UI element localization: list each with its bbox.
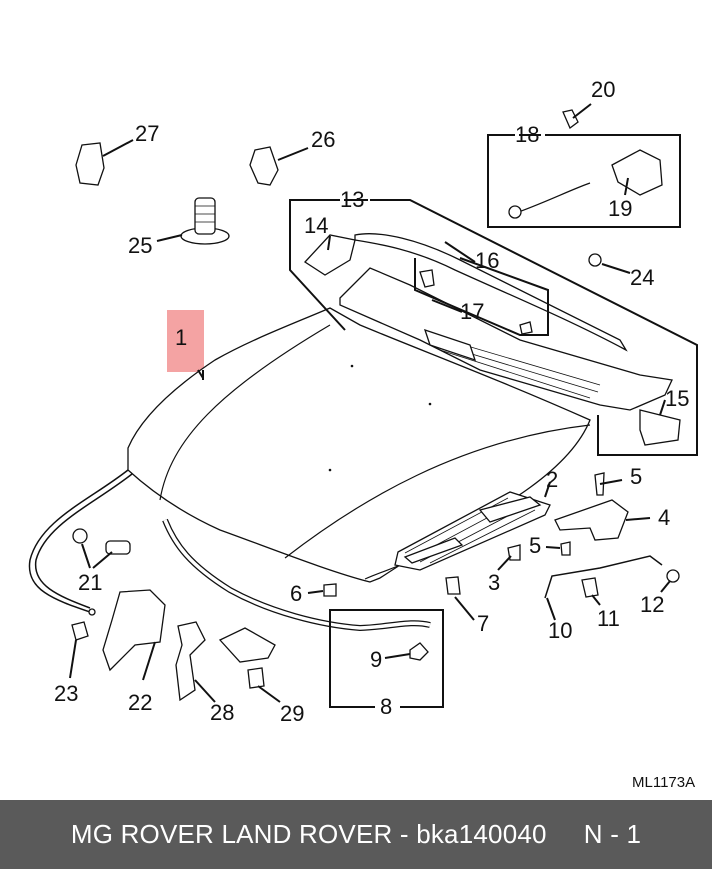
callout-10: 10 <box>548 618 572 643</box>
box-8 <box>329 609 444 708</box>
callout-9: 9 <box>370 647 382 672</box>
bonnet-liner-part <box>394 491 551 571</box>
callout-12: 12 <box>640 592 664 617</box>
box-18 <box>487 134 681 228</box>
seal-16-part <box>354 233 628 352</box>
part-6 <box>323 583 337 597</box>
callout-16: 16 <box>475 248 499 273</box>
part-23 <box>71 621 89 641</box>
part-20 <box>562 109 579 130</box>
part-24 <box>588 253 602 267</box>
callout-8: 8 <box>380 694 392 719</box>
release-cable-part <box>28 469 129 613</box>
callout-5b: 5 <box>529 533 541 558</box>
part-7 <box>445 576 461 595</box>
callout-2: 2 <box>546 467 558 492</box>
callout-19: 19 <box>608 196 632 221</box>
box-17 <box>414 257 549 336</box>
diagram-reference-code: ML1173A <box>632 774 695 791</box>
callout-24: 24 <box>630 265 654 290</box>
callout-1: 1 <box>175 325 187 350</box>
part-5a <box>594 472 605 496</box>
callout-17: 17 <box>460 299 484 324</box>
callout-15: 15 <box>665 386 689 411</box>
part-25 <box>180 197 230 245</box>
callout-28: 28 <box>210 700 234 725</box>
callout-20: 20 <box>591 77 615 102</box>
part-29 <box>218 627 276 689</box>
callout-21: 21 <box>78 570 102 595</box>
callout-5a: 5 <box>630 464 642 489</box>
callout-18: 18 <box>515 122 539 147</box>
leader-lines <box>69 103 671 703</box>
part-27 <box>75 142 105 186</box>
part-10 <box>544 555 663 599</box>
callout-7: 7 <box>477 611 489 636</box>
footer-bar: MG ROVER LAND ROVER - bka140040 N - 1 <box>0 800 712 869</box>
part-21 <box>72 528 131 555</box>
part-12 <box>666 569 680 583</box>
part-26 <box>249 146 279 186</box>
footer-title: MG ROVER LAND ROVER - bka140040 N - 1 <box>70 819 642 849</box>
callout-4: 4 <box>658 505 670 530</box>
part-1-highlight <box>167 310 204 372</box>
callout-14: 14 <box>304 213 328 238</box>
callout-22: 22 <box>128 690 152 715</box>
part-5b <box>560 541 571 556</box>
scuttle-panel-part <box>339 267 673 411</box>
part-4 <box>554 499 629 541</box>
callout-labels: 1 2 3 4 5 5 6 7 8 9 10 11 12 13 14 15 16… <box>54 77 695 791</box>
callout-3: 3 <box>488 570 500 595</box>
callout-6: 6 <box>290 581 302 606</box>
parts-diagram: 1 2 3 4 5 5 6 7 8 9 10 11 12 13 14 15 16… <box>28 77 698 791</box>
part-22 <box>102 589 166 672</box>
box-13 <box>289 199 698 456</box>
callout-26: 26 <box>311 127 335 152</box>
part-11 <box>581 577 599 598</box>
callout-13: 13 <box>340 187 364 212</box>
part-28 <box>175 621 206 702</box>
callout-25: 25 <box>128 233 152 258</box>
callout-29: 29 <box>280 701 304 726</box>
callout-27: 27 <box>135 121 159 146</box>
callout-11: 11 <box>597 606 620 631</box>
callout-23: 23 <box>54 681 78 706</box>
